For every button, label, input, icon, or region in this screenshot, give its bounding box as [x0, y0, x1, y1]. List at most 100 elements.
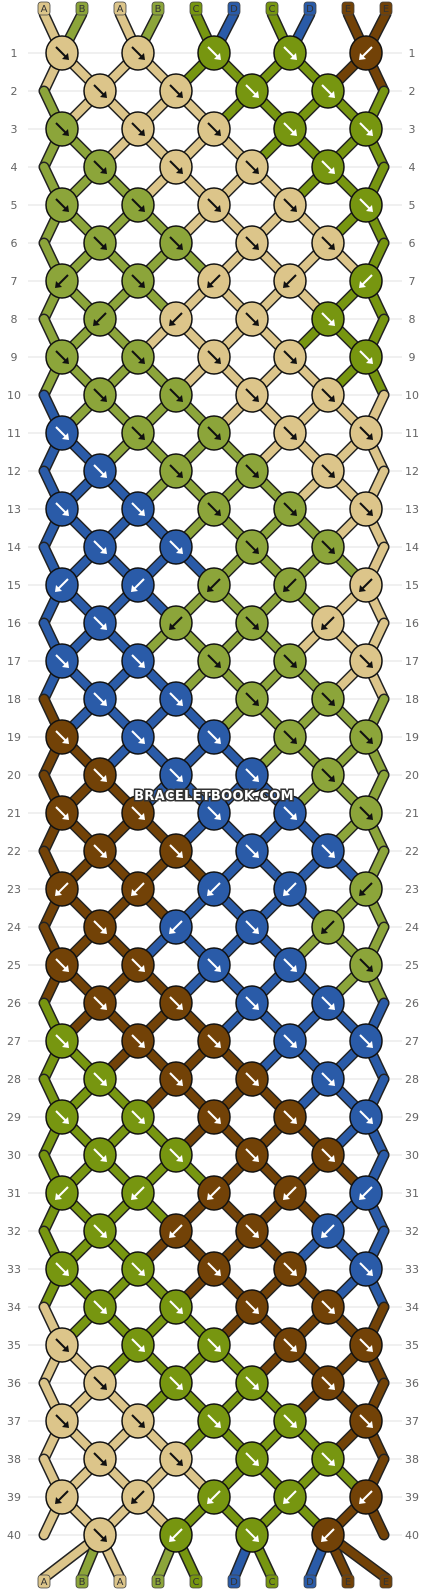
arrowhead-icon: [290, 509, 297, 516]
row-number-left: 14: [7, 541, 21, 554]
row-number-right: 4: [409, 161, 416, 174]
arrowhead-icon: [176, 775, 183, 782]
row-number-left: 19: [7, 731, 21, 744]
row-number-right: 5: [409, 199, 416, 212]
knot: [235, 1441, 269, 1477]
top-strand-label: B: [79, 4, 86, 15]
arrowhead-icon: [62, 357, 69, 364]
row-number-right: 11: [405, 427, 419, 440]
knot: [197, 719, 231, 755]
knot: [235, 225, 269, 261]
knot: [45, 1023, 79, 1059]
bottom-strand-label: D: [230, 1577, 238, 1588]
arrowhead-icon: [321, 927, 328, 934]
knot: [273, 491, 307, 527]
row-number-left: 25: [7, 959, 21, 972]
arrowhead-icon: [214, 509, 221, 516]
knot: [311, 529, 345, 565]
arrowhead-icon: [55, 889, 62, 896]
arrowhead-icon: [214, 129, 221, 136]
arrowhead-icon: [328, 1383, 335, 1390]
arrowhead-icon: [328, 167, 335, 174]
row-number-left: 17: [7, 655, 21, 668]
arrowhead-icon: [214, 1345, 221, 1352]
bottom-strand-label-tag: [265, 1574, 279, 1589]
bottom-strand-label: C: [193, 1577, 200, 1588]
knot: [273, 1023, 307, 1059]
knot: [235, 833, 269, 869]
row-number-right: 26: [405, 997, 419, 1010]
arrowhead-icon: [100, 927, 107, 934]
top-strand-label: E: [383, 4, 389, 15]
arrowhead-icon: [290, 53, 297, 60]
bottom-strand-label: E: [383, 1577, 389, 1588]
arrowhead-icon: [366, 1269, 373, 1276]
knot: [197, 1175, 231, 1211]
arrowhead-icon: [328, 91, 335, 98]
arrowhead-icon: [214, 1269, 221, 1276]
arrowhead-icon: [290, 965, 297, 972]
knot: [159, 1517, 193, 1553]
knot: [83, 1517, 117, 1553]
arrowhead-icon: [366, 509, 373, 516]
top-strand-label-tag: [379, 1, 393, 16]
row-number-right: 18: [405, 693, 419, 706]
row-number-left: 12: [7, 465, 21, 478]
arrowhead-icon: [321, 623, 328, 630]
knot: [311, 149, 345, 185]
top-strand-label-tag: [151, 1, 165, 16]
bottom-strand-label-tag: [151, 1574, 165, 1589]
row-number-right: 35: [405, 1339, 419, 1352]
knot: [121, 415, 155, 451]
arrowhead-icon: [328, 395, 335, 402]
arrowhead-icon: [252, 623, 259, 630]
knot: [349, 1479, 383, 1515]
knot: [273, 35, 307, 71]
arrowhead-icon: [214, 813, 221, 820]
arrowhead-icon: [366, 129, 373, 136]
arrowhead-icon: [138, 357, 145, 364]
arrowhead-icon: [328, 1079, 335, 1086]
knot: [273, 1099, 307, 1135]
knot: [311, 833, 345, 869]
arrowhead-icon: [359, 585, 366, 592]
arrowhead-icon: [100, 243, 107, 250]
knot: [235, 149, 269, 185]
arrowhead-icon: [321, 1231, 328, 1238]
row-number-left: 27: [7, 1035, 21, 1048]
arrowhead-icon: [328, 1155, 335, 1162]
arrowhead-icon: [138, 509, 145, 516]
arrowhead-icon: [252, 775, 259, 782]
row-number-left: 1: [11, 47, 18, 60]
top-strand-label-tag: [341, 1, 355, 16]
bottom-strand-label: A: [41, 1577, 48, 1588]
arrowhead-icon: [207, 585, 214, 592]
knot: [121, 187, 155, 223]
knot: [83, 681, 117, 717]
arrowhead-icon: [366, 1117, 373, 1124]
knot: [121, 111, 155, 147]
row-number-left: 24: [7, 921, 21, 934]
row-number-left: 34: [7, 1301, 21, 1314]
knot: [159, 149, 193, 185]
arrowhead-icon: [131, 1193, 138, 1200]
bottom-strand-label-tag: [189, 1574, 203, 1589]
knot: [311, 605, 345, 641]
knot: [197, 1479, 231, 1515]
row-number-left: 31: [7, 1187, 21, 1200]
knot: [197, 35, 231, 71]
knot: [349, 567, 383, 603]
row-number-left: 3: [11, 123, 18, 136]
arrowhead-icon: [138, 433, 145, 440]
knot: [121, 643, 155, 679]
arrowhead-icon: [100, 1079, 107, 1086]
row-number-left: 18: [7, 693, 21, 706]
knot: [235, 605, 269, 641]
knot: [349, 35, 383, 71]
knot: [45, 111, 79, 147]
arrowhead-icon: [359, 281, 366, 288]
knot: [197, 491, 231, 527]
row-number-left: 39: [7, 1491, 21, 1504]
row-number-left: 13: [7, 503, 21, 516]
